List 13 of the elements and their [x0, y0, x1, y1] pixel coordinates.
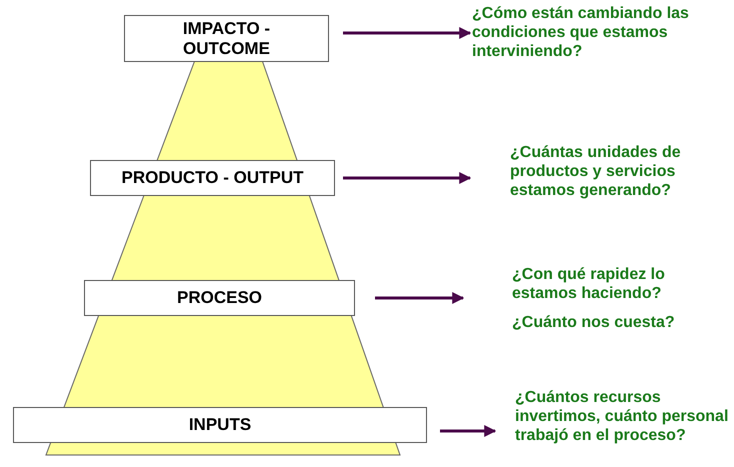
question-text: ¿Cuántas unidades de productos y servicios estamos generando?	[510, 143, 682, 200]
arrow	[343, 172, 472, 184]
question-text: ¿Cuánto nos cuesta?	[512, 313, 676, 332]
level-box: PRODUCTO - OUTPUT	[90, 160, 335, 196]
question-text: ¿Cómo están cambiando las condiciones que estamos interviniendo?	[472, 4, 690, 61]
arrow	[375, 292, 464, 304]
level-box: IMPACTO - OUTCOME	[124, 15, 329, 62]
level-box: INPUTS	[13, 407, 427, 443]
arrow	[343, 27, 472, 39]
question-text: ¿Con qué rapidez lo estamos haciendo?	[512, 265, 666, 303]
level-box: PROCESO	[84, 280, 355, 316]
question-text: ¿Cuántos recursos invertimos, cuánto personal trabajó en el proceso?	[515, 388, 730, 445]
arrow	[440, 425, 496, 437]
